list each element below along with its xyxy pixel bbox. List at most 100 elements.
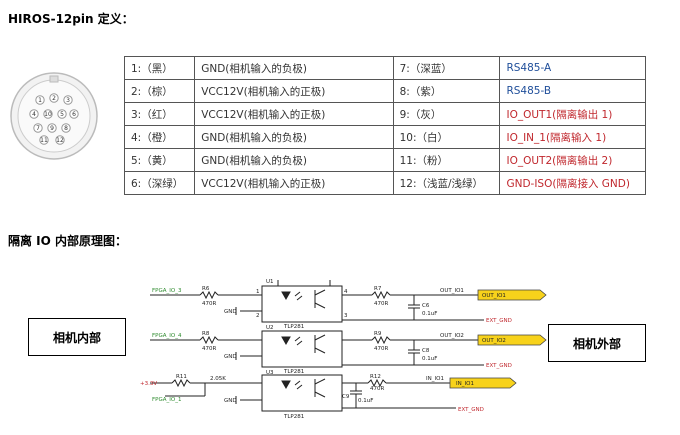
ext-gnd-1: EXT_GND bbox=[486, 318, 512, 324]
right-desc-cell: IO_OUT2(隔离输出 2) bbox=[499, 148, 646, 172]
left-pin-cell: 2:（棕） bbox=[123, 79, 196, 103]
pin-num-3: 3 bbox=[344, 313, 348, 319]
connector-pin-label: 10 bbox=[44, 111, 52, 118]
connector-pin-label: 4 bbox=[32, 111, 36, 118]
left-desc-cell: VCC12V(相机输入的正极) bbox=[194, 171, 394, 195]
value-r6: 470R bbox=[202, 301, 216, 307]
flag-text-in-io1: IN_IO1 bbox=[456, 381, 474, 387]
right-pin-cell: 9:（灰） bbox=[392, 102, 501, 126]
connector-pin-label: 3 bbox=[66, 97, 70, 104]
connector-pin-label: 11 bbox=[40, 137, 48, 144]
net-fpga-io1: FPGA_IO_1 bbox=[152, 397, 181, 403]
connector-pin-label: 12 bbox=[56, 137, 64, 144]
page-title: HIROS-12pin 定义： bbox=[8, 12, 134, 26]
part-u2: TLP281 bbox=[283, 369, 304, 375]
connector-pin-label: 1 bbox=[38, 97, 42, 104]
right-desc-cell: RS485-B bbox=[499, 79, 646, 103]
connector-pin-label: 8 bbox=[64, 125, 68, 132]
label-u3: U3 bbox=[266, 370, 274, 376]
gnd-u2: GND bbox=[224, 354, 237, 360]
connector-pin bbox=[49, 93, 59, 103]
value-r7: 470R bbox=[374, 301, 388, 307]
camera-outside-label: 相机外部 bbox=[548, 324, 646, 362]
pin-row: 2:（棕）VCC12V(相机输入的正极)8:（紫）RS485-B bbox=[123, 79, 646, 103]
left-pin-cell: 3:（红） bbox=[123, 102, 196, 126]
label-r8: R8 bbox=[202, 331, 210, 337]
vcc-3v3: +3.3V bbox=[140, 381, 157, 387]
connector-pin-label: 2 bbox=[52, 95, 56, 102]
value-r9: 470R bbox=[374, 346, 388, 352]
value-r8: 470R bbox=[202, 346, 216, 352]
pin-row: 5:（黄）GND(相机输入的负极)11:（粉）IO_OUT2(隔离输出 2) bbox=[123, 148, 646, 172]
right-pin-cell: 10:（白） bbox=[392, 125, 501, 149]
camera-inside-label: 相机内部 bbox=[28, 318, 126, 356]
connector-pin bbox=[29, 109, 39, 119]
right-desc-cell: RS485-A bbox=[499, 56, 646, 80]
net-fpga-io4: FPGA_IO_4 bbox=[152, 333, 182, 339]
left-desc-cell: GND(相机输入的负极) bbox=[194, 125, 394, 149]
label-u1: U1 bbox=[266, 279, 274, 285]
net-in-io1: IN_IO1 bbox=[426, 376, 444, 382]
left-desc-cell: GND(相机输入的负极) bbox=[194, 56, 394, 80]
right-pin-cell: 8:（紫） bbox=[392, 79, 501, 103]
connector-pin bbox=[63, 95, 73, 105]
left-pin-cell: 6:（深绿） bbox=[123, 171, 196, 195]
label-r6: R6 bbox=[202, 286, 210, 292]
left-pin-cell: 1:（黑） bbox=[123, 56, 196, 80]
flag-text-out-io2: OUT_IO2 bbox=[482, 338, 506, 344]
net-fpga-io3: FPGA_IO_3 bbox=[152, 288, 182, 294]
label-c9: C9 bbox=[342, 394, 350, 400]
ext-gnd-3: EXT_GND bbox=[458, 407, 484, 413]
connector-pin-label: 7 bbox=[36, 125, 40, 132]
connector-pin bbox=[69, 109, 79, 119]
net-out-io2: OUT_IO2 bbox=[440, 333, 464, 339]
left-desc-cell: VCC12V(相机输入的正极) bbox=[194, 79, 394, 103]
pin-num-4: 4 bbox=[344, 289, 348, 295]
gnd-u3: GND bbox=[224, 398, 237, 404]
connector-pin bbox=[39, 135, 49, 145]
label-c8: C8 bbox=[422, 348, 430, 354]
value-r11: 2.05K bbox=[210, 376, 226, 382]
label-r12: R12 bbox=[370, 374, 381, 380]
part-u1: TLP281 bbox=[283, 324, 304, 330]
right-pin-cell: 7:（深蓝） bbox=[392, 56, 501, 80]
left-pin-cell: 5:（黄） bbox=[123, 148, 196, 172]
value-c6: 0.1uF bbox=[422, 311, 437, 317]
pin-row: 4:（橙）GND(相机输入的负极)10:（白）IO_IN_1(隔离输入 1) bbox=[123, 125, 646, 149]
gnd-u1: GND bbox=[224, 309, 237, 315]
pin-row: 1:（黑）GND(相机输入的负极)7:（深蓝）RS485-A bbox=[123, 56, 646, 80]
flag-out-io1 bbox=[477, 289, 547, 301]
connector-pin-label: 9 bbox=[50, 125, 54, 132]
left-desc-cell: VCC12V(相机输入的正极) bbox=[194, 102, 394, 126]
ext-gnd-2: EXT_GND bbox=[486, 363, 512, 369]
connector-pin bbox=[35, 95, 45, 105]
right-pin-cell: 12:（浅蓝/浅绿） bbox=[392, 171, 501, 195]
connector-pin bbox=[33, 123, 43, 133]
pin-row: 6:（深绿）VCC12V(相机输入的正极)12:（浅蓝/浅绿）GND-ISO(隔… bbox=[123, 171, 646, 195]
flag-out-io2 bbox=[477, 334, 547, 346]
label-c6: C6 bbox=[422, 303, 430, 309]
right-desc-cell: GND-ISO(隔离接入 GND) bbox=[499, 171, 646, 195]
connector-pin-label: 5 bbox=[60, 111, 64, 118]
net-out-io1: OUT_IO1 bbox=[440, 288, 464, 294]
right-desc-cell: IO_IN_1(隔离输入 1) bbox=[499, 125, 646, 149]
left-desc-cell: GND(相机输入的负极) bbox=[194, 148, 394, 172]
flag-in-io1 bbox=[449, 377, 517, 389]
flag-text-out-io1: OUT_IO1 bbox=[482, 293, 506, 299]
pin-num-1: 1 bbox=[256, 289, 260, 295]
value-c8: 0.1uF bbox=[422, 356, 437, 362]
connector-pin bbox=[43, 109, 53, 119]
pin-row: 3:（红）VCC12V(相机输入的正极)9:（灰）IO_OUT1(隔离输出 1) bbox=[123, 102, 646, 126]
part-u3: TLP281 bbox=[283, 414, 304, 420]
connector-pin bbox=[55, 135, 65, 145]
connector-pin bbox=[61, 123, 71, 133]
label-r9: R9 bbox=[374, 331, 382, 337]
label-u2: U2 bbox=[266, 325, 274, 331]
isolation-io-schematic: FPGA_IO_3 R6 470R U1 TLP281 GND R7 470R … bbox=[140, 279, 547, 420]
right-pin-cell: 11:（粉） bbox=[392, 148, 501, 172]
connector-pin bbox=[47, 123, 57, 133]
left-pin-cell: 4:（橙） bbox=[123, 125, 196, 149]
label-r7: R7 bbox=[374, 286, 382, 292]
